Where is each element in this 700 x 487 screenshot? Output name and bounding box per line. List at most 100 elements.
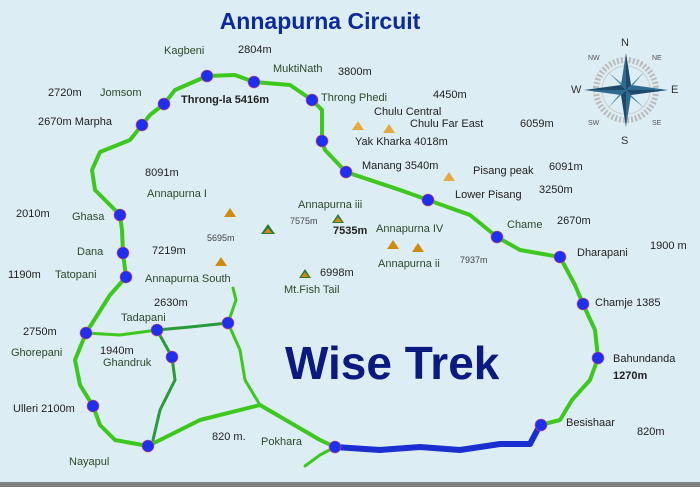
- peak-icon: [387, 240, 399, 249]
- label-ulleri: Ulleri 2100m: [13, 403, 75, 415]
- label-marpha: 2670m Marpha: [38, 116, 112, 128]
- map-title: Annapurna Circuit: [219, 8, 421, 34]
- label-alt-7535: 7535m: [333, 225, 368, 237]
- label-nayapul: Nayapul: [69, 456, 110, 468]
- label-fish-tail: Mt.Fish Tail: [284, 284, 340, 296]
- label-alt-6091: 6091m: [549, 161, 583, 173]
- label-alt-6059: 6059m: [520, 118, 554, 130]
- compass-n: N: [621, 37, 629, 49]
- label-tadapani: Tadapani: [121, 312, 166, 324]
- label-alt-7937: 7937m: [460, 255, 488, 265]
- label-chame: Chame: [507, 219, 543, 231]
- stop-tadapani: [150, 323, 164, 337]
- label-chulu-far-east: Chulu Far East: [410, 118, 484, 130]
- tadapani-route: [155, 321, 230, 332]
- stop-bahundanda: [591, 351, 605, 365]
- stop-dana: [116, 246, 130, 260]
- stop-pokhara: [328, 440, 342, 454]
- stop-chame: [490, 230, 504, 244]
- label-ghasa: Ghasa: [72, 211, 105, 223]
- stop-ghandruk: [165, 350, 179, 364]
- compass-ne: NE: [652, 55, 662, 62]
- stop-besishaar: [534, 418, 548, 432]
- label-pisang-peak: Pisang peak: [473, 165, 534, 177]
- label-dharapani: Dharapani: [577, 247, 628, 259]
- label-pokhara-alt: 820 m.: [212, 431, 246, 443]
- peak-icon: [443, 172, 455, 181]
- label-kagbeni: Kagbeni: [164, 45, 205, 57]
- bottom-bar: [0, 482, 700, 487]
- stop-ghorepani: [79, 326, 93, 340]
- ghandruk-route: [151, 328, 177, 442]
- label-dana: Dana: [77, 246, 104, 258]
- label-alt-4450: 4450m: [433, 89, 467, 101]
- compass-w: W: [571, 84, 582, 96]
- label-annapurna-south: Annapurna South: [145, 273, 231, 285]
- stop-yak-kharka: [315, 134, 329, 148]
- stop-manang: [339, 165, 353, 179]
- label-alt-3250: 3250m: [539, 184, 573, 196]
- stop-muktinath: [247, 75, 261, 89]
- label-lower-pisang: Lower Pisang: [455, 189, 522, 201]
- label-kagbeni-alt: 2804m: [238, 44, 272, 56]
- compass-sw: SW: [588, 120, 600, 127]
- label-chame-alt: 2670m: [557, 215, 591, 227]
- compass-se: SE: [652, 120, 662, 127]
- stop-marpha: [135, 118, 149, 132]
- peak-icon: [412, 243, 424, 252]
- label-annapurna-3: Annapurna iii: [298, 199, 363, 211]
- stop-ulleri: [86, 399, 100, 413]
- label-alt-6998: 6998m: [320, 267, 354, 279]
- label-ghorepani: Ghorepani: [11, 347, 63, 359]
- label-tatopani-alt: 1190m: [8, 269, 41, 281]
- peak-icon: [224, 208, 236, 217]
- stop-kagbeni: [200, 69, 214, 83]
- stop-lower-pisang: [421, 193, 435, 207]
- label-ghandruk-alt: 1940m: [100, 345, 134, 357]
- compass-nw: NW: [588, 55, 600, 62]
- peaks: [215, 121, 455, 278]
- compass-rose-icon: [584, 53, 668, 127]
- stop-annapurna-south-junction: [221, 316, 235, 330]
- stop-ghasa: [113, 208, 127, 222]
- label-chamje: Chamje 1385: [595, 297, 661, 309]
- label-tatopani: Tatopani: [55, 269, 97, 281]
- label-bahundanda: Bahundanda: [613, 353, 676, 365]
- label-chulu-central: Chulu Central: [374, 106, 442, 118]
- label-ghandruk: Ghandruk: [103, 357, 152, 369]
- annapurna-south-route: [226, 286, 262, 407]
- main-trek-route: [73, 73, 600, 449]
- compass-e: E: [671, 84, 679, 96]
- label-annapurna-2: Annapurna ii: [378, 258, 440, 270]
- stop-tatopani: [119, 270, 133, 284]
- label-muktinath: MuktiNath: [273, 63, 323, 75]
- label-alt-5695: 5695m: [207, 233, 235, 243]
- label-pokhara: Pokhara: [261, 436, 302, 448]
- label-alt-2630: 2630m: [154, 297, 188, 309]
- peak-icon: [215, 257, 227, 266]
- label-throng-la: Throng-la 5416m: [181, 94, 270, 106]
- label-besishaar: Besishaar: [566, 417, 615, 429]
- stop-throng-phedi: [305, 93, 319, 107]
- peak-icon: [383, 124, 395, 133]
- label-jomsom: Jomsom: [100, 87, 142, 99]
- label-dharapani-alt: 1900 m: [650, 240, 687, 252]
- label-alt-7219: 7219m: [152, 245, 186, 257]
- peak-icon: [352, 121, 364, 130]
- label-muktinath-alt: 3800m: [338, 66, 372, 78]
- label-jomsom-alt: 2720m: [48, 87, 82, 99]
- label-alt-8091: 8091m: [145, 167, 179, 179]
- stop-chamje: [576, 297, 590, 311]
- label-manang: Manang 3540m: [362, 160, 439, 172]
- ghorepani-tadapani-route: [84, 328, 159, 337]
- label-annapurna-4: Annapurna IV: [376, 223, 444, 235]
- brand-name: Wise Trek: [285, 337, 500, 389]
- label-besishaar-alt: 820m: [637, 426, 665, 438]
- stop-nayapul: [141, 439, 155, 453]
- label-yak-kharka: Yak Kharka 4018m: [355, 136, 448, 148]
- label-ghorepani-alt: 2750m: [23, 326, 57, 338]
- compass-s: S: [621, 135, 629, 147]
- label-bahundanda-alt: 1270m: [613, 370, 648, 382]
- stop-dharapani: [553, 250, 567, 264]
